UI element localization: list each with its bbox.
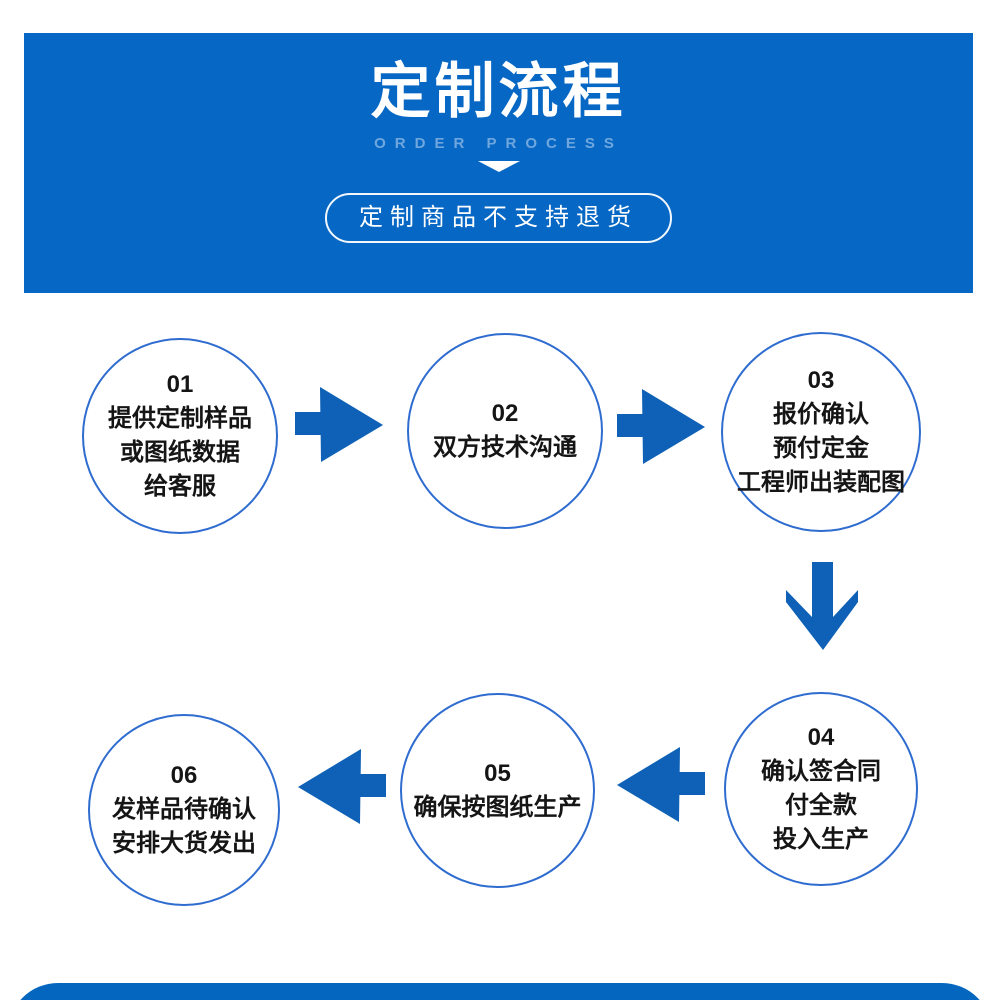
step-text: 工程师出装配图 xyxy=(737,469,905,496)
step-text: 报价确认 xyxy=(773,401,869,428)
step-text: 付全款 xyxy=(785,792,857,819)
step-circle-06: 06 发样品待确认 安排大货发出 xyxy=(88,714,280,906)
arrow-left-icon xyxy=(617,747,705,822)
header-banner: 定制流程 ORDER PROCESS 定制商品不支持退货 xyxy=(24,33,973,293)
step-text: 给客服 xyxy=(144,473,216,500)
step-text: 安排大货发出 xyxy=(112,830,256,857)
step-text: 发样品待确认 xyxy=(112,796,256,823)
step-number: 02 xyxy=(491,400,519,427)
arrow-left-icon xyxy=(298,749,386,824)
step-circle-05: 05 确保按图纸生产 xyxy=(400,693,595,888)
step-number: 06 xyxy=(170,762,198,789)
arrow-right-icon xyxy=(617,389,705,464)
return-policy-pill: 定制商品不支持退货 xyxy=(325,193,672,243)
step-text: 预付定金 xyxy=(773,435,869,462)
step-circle-02: 02 双方技术沟通 xyxy=(407,333,603,529)
step-text: 双方技术沟通 xyxy=(433,434,577,461)
step-text: 确保按图纸生产 xyxy=(413,793,582,821)
step-text: 或图纸数据 xyxy=(120,439,240,466)
page-subtitle: ORDER PROCESS xyxy=(374,135,623,152)
step-text: 提供定制样品 xyxy=(108,405,252,432)
page-title: 定制流程 xyxy=(370,58,627,125)
step-number: 01 xyxy=(166,371,194,398)
step-circle-01: 01 提供定制样品 或图纸数据 给客服 xyxy=(82,338,278,534)
arrow-down-icon xyxy=(786,562,858,650)
step-text: 投入生产 xyxy=(773,826,869,853)
step-circle-04: 04 确认签合同 付全款 投入生产 xyxy=(724,692,918,886)
step-text: 确认签合同 xyxy=(761,758,881,785)
step-number: 03 xyxy=(807,367,835,394)
chevron-down-icon xyxy=(477,161,520,172)
bottom-bar xyxy=(8,983,992,1000)
step-circle-03: 03 报价确认 预付定金 工程师出装配图 xyxy=(721,332,921,532)
arrow-right-icon xyxy=(295,387,383,462)
step-number: 04 xyxy=(807,724,835,751)
step-number: 05 xyxy=(484,759,511,787)
